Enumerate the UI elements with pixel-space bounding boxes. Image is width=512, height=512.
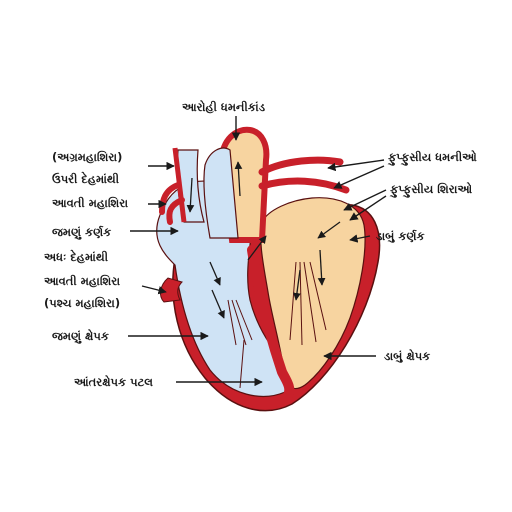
label-ivc-line2: આવતી મહાશિરા <box>44 274 121 288</box>
brachiocephalic-veins <box>159 182 185 225</box>
pulmonary-trunk <box>203 147 239 239</box>
left-valve-chords <box>289 261 327 346</box>
label-svc-line3: આવતી મહાશિરા <box>52 196 129 210</box>
label-leader-arrows <box>128 116 387 387</box>
label-septum: આંતરક્ષેપક પટલ <box>74 375 153 389</box>
label-left-atrium: ડાબું કર્ણક <box>376 229 425 243</box>
pulmonary-artery-branches <box>258 156 350 194</box>
label-pulmonary-arteries: ફુપ્ફુસીય ધમનીઓ <box>388 150 477 164</box>
blood-flow-arrows <box>186 161 341 319</box>
label-left-ventricle: ડાબું ક્ષેપક <box>384 349 431 363</box>
label-ivc-line1: અધઃ દેહમાંથી <box>44 250 108 264</box>
label-svc-line2: ઉપરી દેહમાંથી <box>52 172 120 186</box>
label-pulmonary-veins: ફુપ્ફુસીય શિરાઓ <box>390 182 473 196</box>
label-ivc-line3: (પશ્ચ મહાશિરા) <box>44 296 121 310</box>
right-valve-chords <box>227 299 253 389</box>
label-right-atrium: જમણું કર્ણક <box>52 225 112 239</box>
label-right-ventricle: જમણું ક્ષેપક <box>52 329 109 343</box>
septum-wall <box>247 245 295 400</box>
label-aorta: આરોહી ધમનીકાંડ <box>182 100 266 114</box>
label-svc-line1: (અગ્રમહાશિરા) <box>52 150 123 164</box>
inferior-vena-cava <box>160 277 183 303</box>
